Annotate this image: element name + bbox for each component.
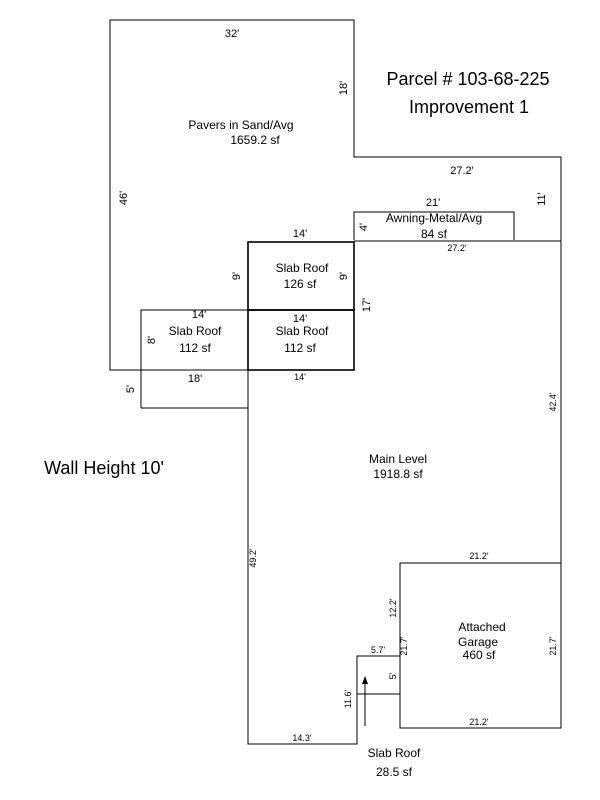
dim-main-right: 42.4' bbox=[548, 392, 558, 412]
dim-slab-left-left: 8' bbox=[146, 336, 158, 344]
slab-bottom-name: Slab Roof bbox=[368, 746, 421, 760]
dim-awning-left: 4' bbox=[358, 223, 370, 231]
dim-lower-left-side: 5' bbox=[125, 385, 137, 393]
dim-main-top-left: 14' bbox=[294, 372, 306, 382]
slab-left-name: Slab Roof bbox=[169, 324, 222, 338]
dim-awning-top: 21' bbox=[426, 197, 440, 209]
improvement-label: Improvement 1 bbox=[409, 97, 529, 117]
main-level-left-wall bbox=[247, 370, 400, 745]
slab-mid-area: 112 sf bbox=[284, 341, 316, 355]
garage-name-2: Garage bbox=[458, 635, 498, 649]
dim-awning-right: 11' bbox=[536, 192, 548, 206]
dim-pavers-shelf: 27.2' bbox=[450, 165, 474, 177]
pavers-area: 1659.2 sf bbox=[230, 133, 280, 147]
dim-pavers-left: 46' bbox=[118, 191, 130, 205]
slab-roof-mid-rect bbox=[247, 309, 355, 371]
awning-name: Awning-Metal/Avg bbox=[386, 211, 482, 225]
wall-height-label: Wall Height 10' bbox=[44, 458, 164, 478]
dim-slab-mid-top: 14' bbox=[293, 313, 307, 325]
slab-top-name: Slab Roof bbox=[276, 261, 329, 275]
slab-left-area: 112 sf bbox=[179, 341, 211, 355]
awning-area: 84 sf bbox=[421, 227, 448, 241]
dim-garage-bottom: 21.2' bbox=[469, 717, 489, 727]
main-level-name: Main Level bbox=[369, 452, 427, 466]
parcel-number: Parcel # 103-68-225 bbox=[386, 69, 549, 89]
pavers-outline bbox=[353, 211, 515, 240]
dim-pavers-top: 32' bbox=[225, 28, 239, 40]
dim-garage-left: 12.2' bbox=[388, 598, 398, 618]
dim-garage-top: 21.2' bbox=[469, 551, 489, 561]
dim-slab-bottom-left: 11.6' bbox=[343, 689, 353, 708]
garage-area: 460 sf bbox=[463, 648, 496, 662]
dim-slab-bottom-inner: 5' bbox=[388, 672, 398, 679]
dim-garage-right: 21.7' bbox=[548, 636, 558, 656]
arrow-icon bbox=[362, 676, 368, 684]
dim-slab-mid-right: 17' bbox=[361, 298, 373, 312]
main-level-area: 1918.8 sf bbox=[373, 467, 423, 481]
slab-bottom-area: 28.5 sf bbox=[376, 765, 413, 779]
dim-slab-left-top: 14' bbox=[192, 309, 206, 321]
dim-garage-left-inner: 21.7' bbox=[399, 636, 409, 656]
main-level-outline bbox=[354, 240, 562, 729]
slab-top-area: 126 sf bbox=[284, 277, 317, 291]
dim-slab-bottom-top: 5.7' bbox=[371, 645, 386, 655]
slab-mid-name: Slab Roof bbox=[276, 324, 329, 338]
dim-slab-top-top: 14' bbox=[293, 228, 307, 240]
dim-main-left: 49.2' bbox=[248, 548, 258, 568]
garage-name-1: Attached bbox=[458, 620, 505, 634]
dim-pavers-right-step: 18' bbox=[338, 81, 350, 95]
dim-main-bottom: 14.3' bbox=[292, 733, 312, 743]
dim-slab-top-left: 9' bbox=[231, 272, 243, 280]
dim-lower-left-bottom: 18' bbox=[188, 373, 202, 385]
pavers-name: Pavers in Sand/Avg bbox=[188, 118, 293, 132]
dim-awning-bottom: 27.2' bbox=[447, 243, 467, 253]
dim-slab-top-right: 9' bbox=[338, 272, 350, 280]
